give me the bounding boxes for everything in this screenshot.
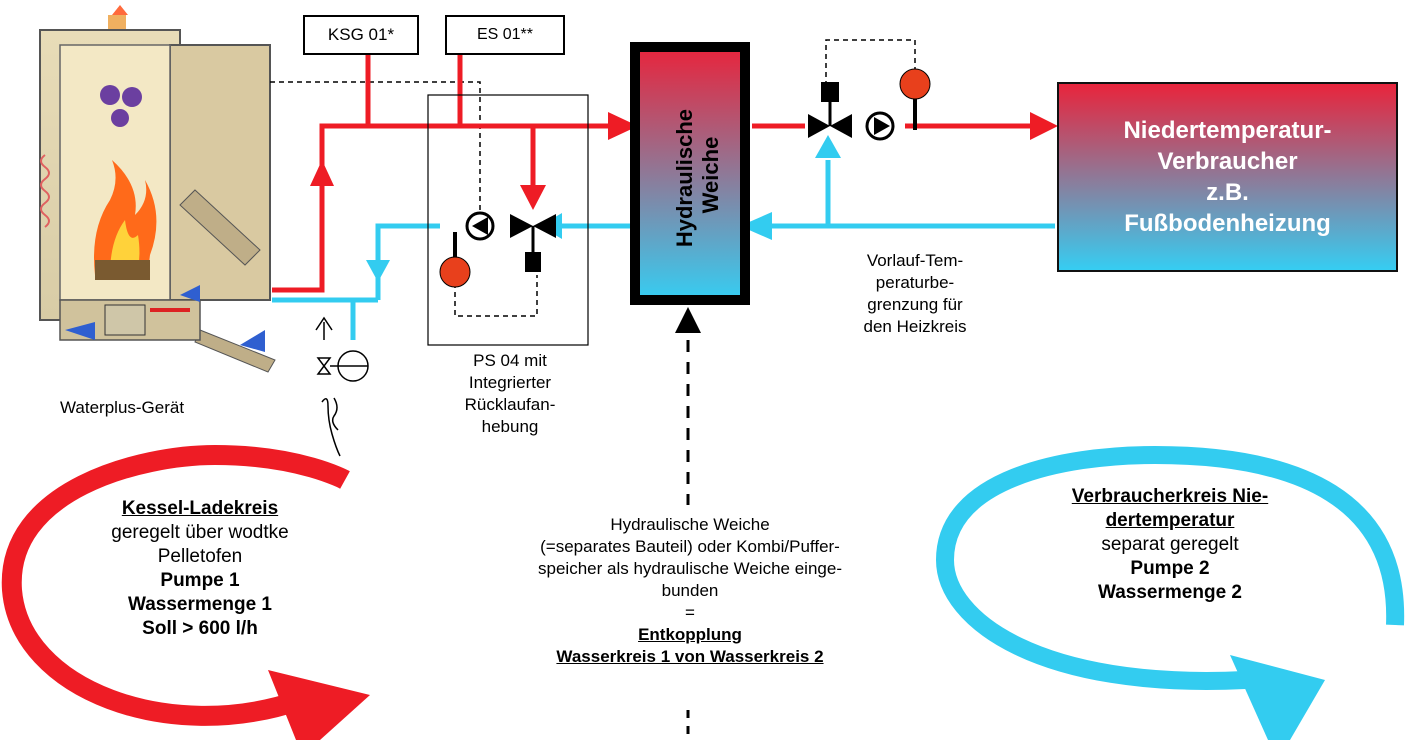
circuit-1-line5: Soll > 600 l/h — [142, 618, 258, 639]
circuit-2-title-line1: Verbraucherkreis Nie- — [1071, 486, 1269, 507]
ps04-line2: Integrierter — [468, 373, 552, 392]
center-note-line5: = — [685, 603, 695, 622]
circuit-1-line2: Pelletofen — [157, 546, 243, 567]
circuit-2-arc — [935, 445, 1405, 690]
mixing-valve-left-icon — [510, 214, 556, 272]
circuit-1-arc — [1, 444, 350, 726]
ksg-sensor-box: KSG 01* — [303, 15, 419, 55]
center-note-line2: (=separates Bauteil) oder Kombi/Puffer- — [540, 537, 840, 556]
vorlauf-line3: grenzung für — [867, 295, 963, 314]
waterplus-stove-illustration — [39, 5, 276, 373]
hot-water-pipes — [272, 55, 1030, 293]
center-note-line3: speicher als hydraulische Weiche einge- — [538, 559, 842, 578]
consumer-line3: z.B. — [1206, 179, 1249, 206]
device-label: Waterplus-Gerät — [60, 398, 185, 417]
circuit-2-text: Verbraucherkreis Nie- dertemperatur sepa… — [1030, 485, 1310, 605]
consumer-line1: Niedertemperatur- — [1123, 117, 1332, 144]
ps04-line1: PS 04 mit — [473, 351, 547, 370]
consumer-line4: Fußbodenheizung — [1124, 210, 1331, 237]
weiche-label-line1: Hydraulische — [672, 109, 697, 247]
pump-2-icon — [865, 68, 931, 141]
circuit-2-arrowhead — [1230, 655, 1325, 740]
center-note-line6: Entkopplung — [638, 625, 742, 644]
circuit-2-title-line2: dertemperatur — [1105, 510, 1235, 531]
vorlauf-label: Vorlauf-Tem- peraturbe- grenzung für den… — [810, 250, 1020, 338]
circuit-1-line1: geregelt über wodtke — [111, 522, 289, 543]
ps04-line3: Rücklaufan- — [464, 395, 556, 414]
hydraulische-weiche — [630, 42, 750, 305]
circuit-2-line1: separat geregelt — [1101, 534, 1239, 555]
control-dashed-lines — [270, 39, 916, 317]
circuit-1-arrowhead — [268, 670, 370, 740]
weiche-label-line2: Weiche — [698, 137, 723, 214]
water-supply-icon — [315, 316, 369, 457]
weiche-label: Hydraulische Weiche — [672, 103, 723, 247]
ps04-line4: hebung — [481, 417, 539, 436]
center-note-line4: bunden — [661, 581, 719, 600]
circuit-1-title: Kessel-Ladekreis — [121, 498, 279, 519]
niedertemperatur-verbraucher: Niedertemperatur- Verbraucher z.B. Fußbo… — [1057, 82, 1398, 272]
cold-water-pipes — [272, 160, 1055, 340]
pump-1-icon — [439, 211, 495, 288]
cold-water-arrows — [366, 135, 841, 282]
weiche-arrow-up — [675, 307, 701, 333]
center-note-line7: Wasserkreis 1 von Wasserkreis 2 — [556, 647, 824, 666]
circuit-1-line4: Wassermenge 1 — [128, 594, 272, 615]
ps04-label: PS 04 mit Integrierter Rücklaufan- hebun… — [430, 350, 590, 438]
mixing-valve-right-icon — [808, 82, 852, 138]
hot-water-arrows — [310, 112, 1058, 210]
vorlauf-line2: peraturbe- — [875, 273, 955, 292]
consumer-line2: Verbraucher — [1157, 148, 1298, 175]
circuit-2-line2: Pumpe 2 — [1130, 558, 1210, 579]
center-note-line1: Hydraulische Weiche — [610, 515, 770, 534]
center-note: Hydraulische Weiche (=separates Bauteil)… — [470, 514, 910, 668]
circuit-1-line3: Pumpe 1 — [160, 570, 240, 591]
ps04-frame — [427, 94, 589, 346]
vorlauf-line4: den Heizkreis — [863, 317, 967, 336]
es-sensor-box: ES 01** — [445, 15, 565, 55]
circuit-1-text: Kessel-Ladekreis geregelt über wodtke Pe… — [60, 497, 340, 641]
vorlauf-line1: Vorlauf-Tem- — [866, 251, 964, 270]
circuit-2-line3: Wassermenge 2 — [1098, 582, 1242, 603]
